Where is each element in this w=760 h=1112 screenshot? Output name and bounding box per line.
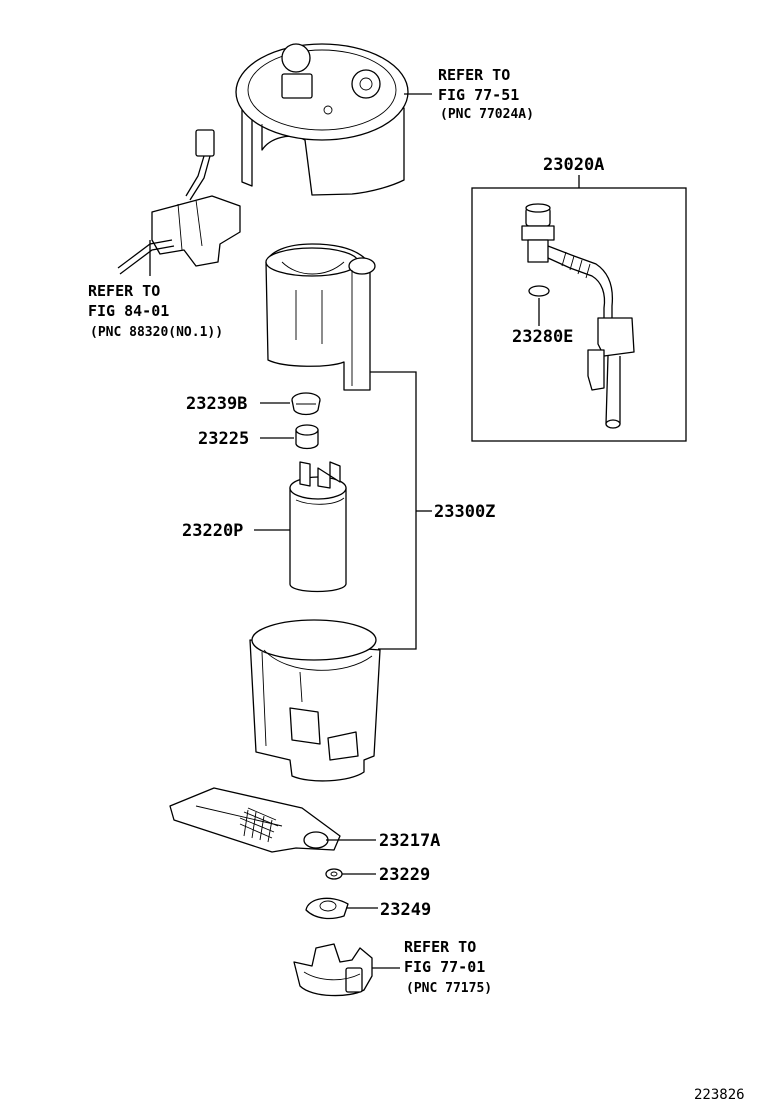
ref-top-line1: REFER TO xyxy=(438,66,510,84)
ref-top-line3: (PNC 77024A) xyxy=(440,107,534,122)
bottom-retainer xyxy=(293,943,373,997)
label-23225: 23225 xyxy=(198,429,249,449)
fuel-pump-flange-cover xyxy=(235,43,409,196)
part-23239B-illustration xyxy=(291,392,321,416)
label-23217A: 23217A xyxy=(379,831,440,851)
ref-top-line2: FIG 77-51 xyxy=(438,86,519,104)
ref-left-line3: (PNC 88320(NO.1)) xyxy=(90,325,223,340)
label-23239B: 23239B xyxy=(186,394,247,414)
label-23229: 23229 xyxy=(379,865,430,885)
label-23280E: 23280E xyxy=(512,327,573,347)
fuel-sender-gauge xyxy=(117,129,241,275)
upper-housing xyxy=(265,243,376,391)
ref-bottom-line1: REFER TO xyxy=(404,938,476,956)
part-23220P-fuel-pump xyxy=(289,461,347,593)
fuel-pressure-regulator-assembly xyxy=(521,203,635,429)
diagram-number: 223826 xyxy=(694,1087,745,1103)
label-23300Z: 23300Z xyxy=(434,502,495,522)
label-23249: 23249 xyxy=(380,900,431,920)
part-23217A-filter xyxy=(169,787,341,853)
part-23229-ring xyxy=(325,868,343,880)
part-23225-illustration xyxy=(295,424,319,450)
part-23280E-o-ring xyxy=(528,285,550,297)
ref-left-line1: REFER TO xyxy=(88,282,160,300)
leader-lines xyxy=(149,93,580,969)
label-23020A: 23020A xyxy=(543,155,604,175)
lower-housing-bracket xyxy=(249,619,381,782)
label-23220P: 23220P xyxy=(182,521,243,541)
part-23249-clip xyxy=(305,897,349,920)
ref-left-line2: FIG 84-01 xyxy=(88,302,169,320)
ref-bottom-line3: (PNC 77175) xyxy=(406,981,492,996)
ref-bottom-line2: FIG 77-01 xyxy=(404,958,485,976)
part-23020A-box xyxy=(471,187,687,442)
